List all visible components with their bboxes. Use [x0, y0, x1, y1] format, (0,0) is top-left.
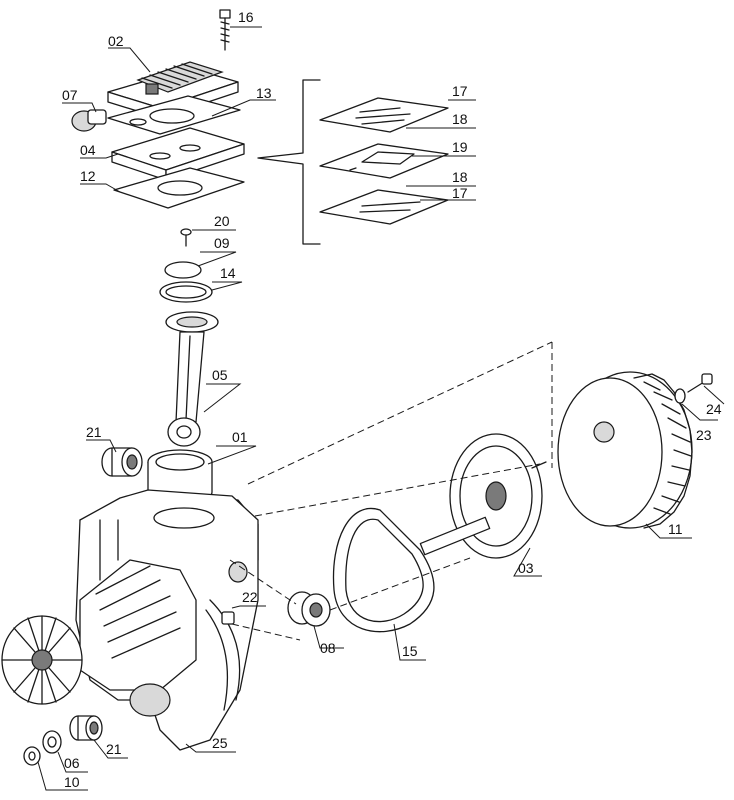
washer-23: [674, 388, 686, 404]
label-10: 10: [64, 774, 80, 790]
plug-07: [71, 109, 107, 132]
piston-ring-14: [159, 281, 213, 303]
label-11: 11: [668, 521, 683, 537]
label-23: 23: [696, 427, 712, 443]
bolt-24: [687, 373, 713, 393]
label-20: 20: [214, 213, 230, 229]
label-16: 16: [238, 9, 254, 25]
connecting-rod-05: [165, 311, 219, 447]
label-22: 22: [242, 589, 258, 605]
piston-top-09: [164, 261, 202, 279]
screw-20: [180, 228, 192, 247]
label-24: 24: [706, 401, 722, 417]
label-14: 14: [220, 265, 236, 281]
label-25: 25: [212, 735, 228, 751]
label-09: 09: [214, 235, 230, 251]
fan-cover-11: [557, 371, 693, 529]
reed-plate-19: [319, 143, 449, 179]
assembly-lines: [229, 341, 553, 641]
cooling-fan: [1, 615, 83, 705]
leader-lines: [37, 26, 725, 791]
motor-housing: [79, 559, 197, 717]
label-18-bottom: 18: [452, 169, 468, 185]
gasket-13: [107, 95, 241, 135]
part-labels: 02 16 07 13 04 12 20 09 14 05 01 21 17 1…: [62, 9, 722, 790]
reed-plate-17-top: [319, 97, 449, 133]
label-21-top: 21: [86, 424, 102, 440]
label-07: 07: [62, 87, 78, 103]
bearing-21-top: [101, 447, 143, 477]
flywheel-03: [419, 433, 547, 559]
reed-plate-17-bottom: [319, 189, 449, 225]
label-18-top: 18: [452, 111, 468, 127]
label-04: 04: [80, 142, 96, 158]
label-08: 08: [320, 640, 336, 656]
label-17-bottom: 17: [452, 185, 468, 201]
label-12: 12: [80, 168, 96, 184]
label-03: 03: [518, 560, 534, 576]
belt-15: [332, 507, 435, 633]
fitting-22: [221, 561, 248, 625]
bearing-21-bottom: [69, 715, 103, 741]
label-21-bottom: 21: [106, 741, 122, 757]
label-06: 06: [64, 755, 80, 771]
pulley-08: [287, 591, 331, 627]
label-17-top: 17: [452, 83, 468, 99]
washer-06: [42, 730, 62, 754]
label-15: 15: [402, 643, 418, 659]
gasket-12: [113, 167, 245, 209]
detail-bracket: [257, 79, 321, 245]
label-02: 02: [108, 33, 124, 49]
nut-10: [23, 746, 41, 766]
label-19: 19: [452, 139, 468, 155]
label-05: 05: [212, 367, 228, 383]
bolt-16: [219, 9, 231, 51]
label-13: 13: [256, 85, 272, 101]
label-01: 01: [232, 429, 248, 445]
